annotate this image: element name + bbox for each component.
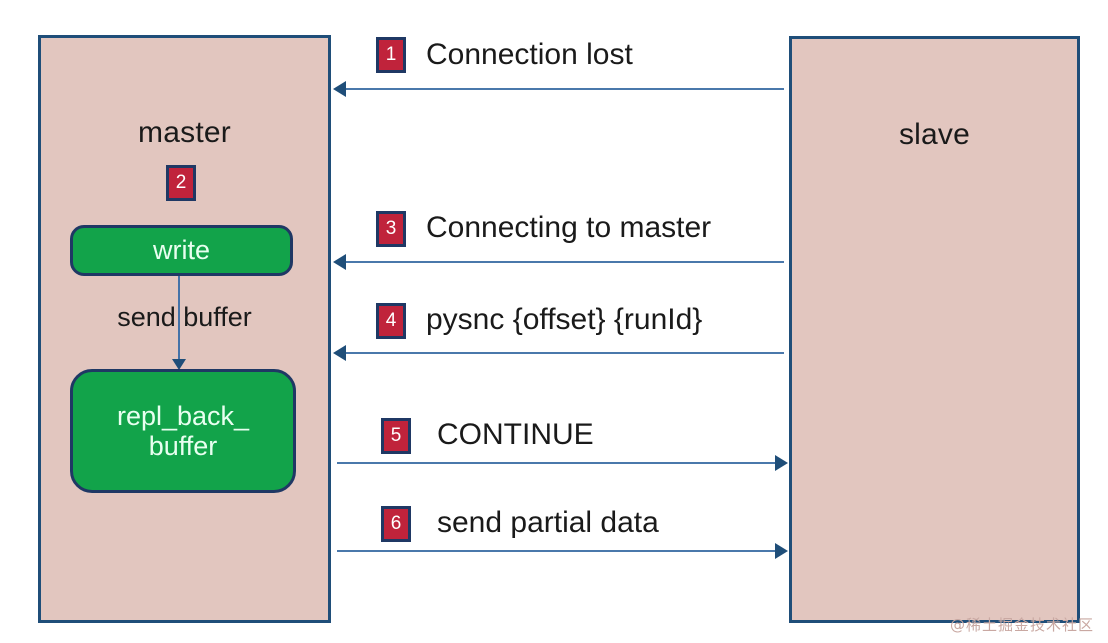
- message-arrowhead-6-icon: [775, 543, 788, 559]
- message-arrowhead-1-icon: [333, 81, 346, 97]
- message-line-5: [337, 462, 784, 464]
- process-box-repl-back-buffer: repl_back_ buffer: [70, 369, 296, 493]
- send-buffer-label: send buffer: [117, 302, 252, 332]
- message-label-6: send partial data: [437, 506, 659, 539]
- step-badge-2: 2: [166, 165, 196, 201]
- message-arrowhead-3-icon: [333, 254, 346, 270]
- message-line-6: [337, 550, 784, 552]
- participant-master: master: [38, 35, 331, 623]
- participant-slave-label: slave: [898, 118, 971, 151]
- message-badge-4: 4: [376, 303, 406, 339]
- message-label-3: Connecting to master: [426, 211, 712, 244]
- repl-back-buffer-line1: repl_back_: [116, 400, 250, 431]
- message-line-3: [337, 261, 784, 263]
- message-line-1: [337, 88, 784, 90]
- watermark: @稀土掘金技术社区: [949, 616, 1094, 634]
- repl-back-buffer-line2: buffer: [148, 431, 218, 461]
- send-buffer-arrow-icon: [172, 276, 186, 370]
- message-label-1: Connection lost: [426, 38, 633, 71]
- message-arrowhead-4-icon: [333, 345, 346, 361]
- message-badge-1: 1: [376, 37, 406, 73]
- participant-slave: slave: [789, 36, 1080, 623]
- message-line-4: [337, 352, 784, 354]
- message-badge-3: 3: [376, 211, 406, 247]
- message-label-5: CONTINUE: [437, 418, 594, 451]
- message-badge-6: 6: [381, 506, 411, 542]
- message-label-4: pysnc {offset} {runId}: [426, 303, 703, 336]
- process-box-write: write: [70, 225, 293, 276]
- message-arrowhead-5-icon: [775, 455, 788, 471]
- message-badge-5: 5: [381, 418, 411, 454]
- participant-master-label: master: [138, 116, 231, 149]
- repl-back-buffer-text: repl_back_ buffer: [117, 401, 249, 461]
